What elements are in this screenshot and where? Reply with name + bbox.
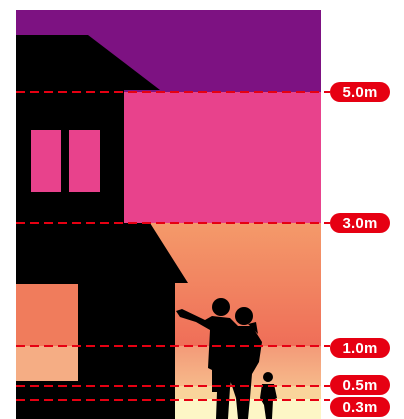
depth-label-3m: 3.0m [330, 213, 390, 233]
depth-label-1m: 1.0m [330, 338, 390, 358]
depth-label-0-5m: 0.5m [330, 375, 390, 395]
depth-label-0-3m: 0.3m [330, 397, 390, 417]
depth-label-5m: 5.0m [330, 82, 390, 102]
